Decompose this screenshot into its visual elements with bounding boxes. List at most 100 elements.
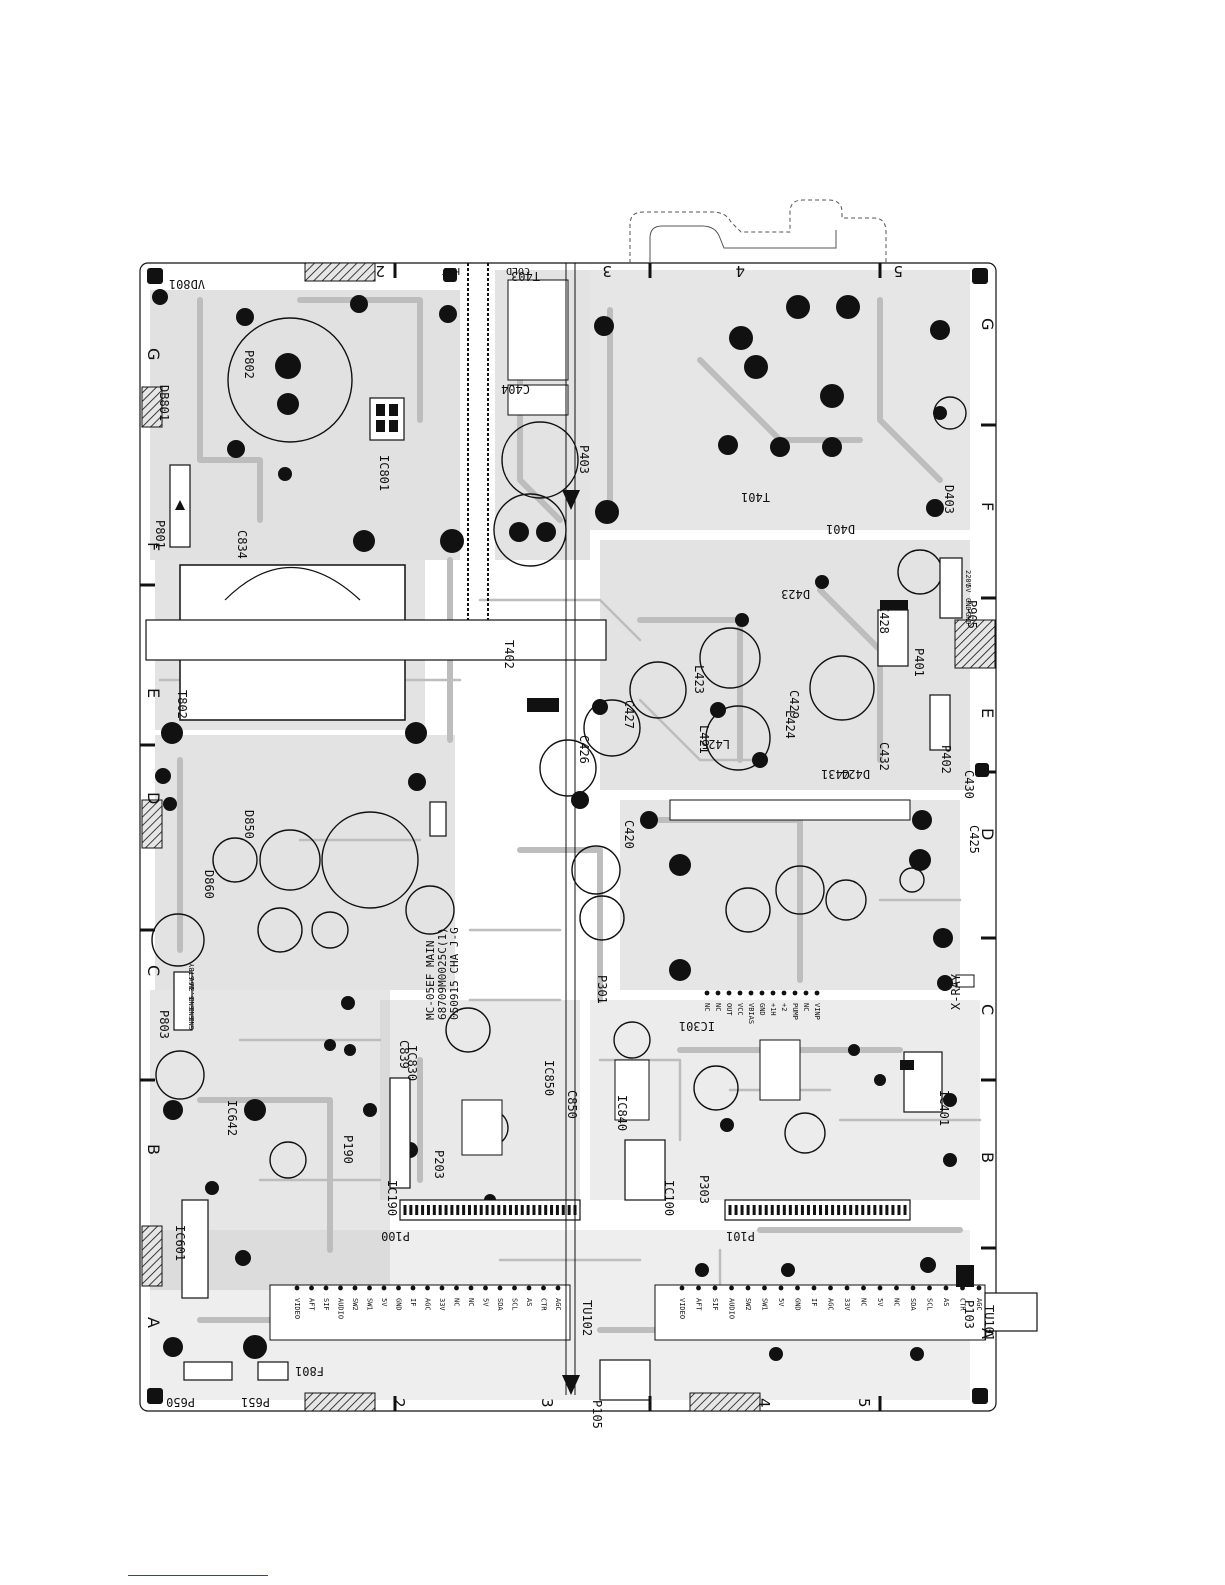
tu101-pin-pad	[976, 1285, 982, 1291]
ic301-pin-label: NC	[714, 1003, 722, 1011]
p100-pin	[479, 1205, 483, 1215]
tu101-pin-label: SW1	[761, 1298, 769, 1311]
ic642-body-right	[759, 1039, 801, 1101]
ref-ic100: IC100	[662, 1180, 676, 1216]
tu102-pin-label: 5V	[482, 1298, 490, 1307]
tu101-pin-label: SCL	[926, 1298, 934, 1311]
p101-pin	[794, 1205, 798, 1215]
tu101-pin-label: AFT	[695, 1298, 703, 1311]
p100-pin	[538, 1205, 542, 1215]
ref-t402: T402	[502, 640, 516, 669]
ref-c431: C431	[821, 767, 850, 781]
tu101-pin-label: SW2	[744, 1298, 752, 1311]
tu102-pin-label: SW2	[351, 1298, 359, 1311]
tu102-pin-label: SIF	[322, 1298, 330, 1311]
ic301-pin-pad	[737, 990, 743, 996]
p101-pin	[812, 1205, 816, 1215]
ref-p803: P803	[157, 1010, 171, 1039]
tu102-pin-label: 5V	[380, 1298, 388, 1307]
capacitor-c851	[257, 907, 303, 953]
p650-connector	[183, 1361, 233, 1381]
ref-p802: P802	[242, 350, 256, 379]
ref-p651: P651	[241, 1395, 270, 1409]
tu102-pin-pad	[381, 1285, 387, 1291]
tu101-pin-pad	[943, 1285, 949, 1291]
capacitor-c190	[269, 1141, 307, 1179]
p101-pin	[776, 1205, 780, 1215]
tu102-pin-label: AS	[525, 1298, 533, 1306]
ref-ic190: IC190	[385, 1180, 399, 1216]
tu101-pin-label: VIDEO	[678, 1298, 686, 1319]
grid-letter-left: A	[144, 1317, 163, 1328]
capacitor-c853	[259, 829, 321, 891]
p101-pin	[849, 1205, 853, 1215]
tu101-pin-label: SDA	[909, 1298, 917, 1311]
p803-pin-label: GND	[188, 1017, 196, 1030]
ic301-pin-label: VINP	[813, 1003, 821, 1020]
ic301-pin-pad	[704, 990, 710, 996]
ref-c427: C427	[622, 700, 636, 729]
electrolytic-capacitors	[151, 317, 967, 1179]
ic301-pin-pad	[770, 990, 776, 996]
tu102-pin-pad	[309, 1285, 314, 1291]
tu102-pin-label: IF	[409, 1298, 417, 1306]
p101-pin	[855, 1205, 859, 1215]
p100-pin	[409, 1205, 413, 1215]
p101-pin	[903, 1205, 907, 1215]
tu102-pin-pad	[541, 1285, 546, 1291]
ic301-pin-pad	[726, 990, 732, 996]
grid-letter-left: G	[144, 348, 163, 360]
tu102-pin-label: SCL	[511, 1298, 519, 1311]
footer-underline-link[interactable]	[128, 1575, 268, 1576]
p100-pin	[503, 1205, 507, 1215]
tu102-pin-pad	[454, 1285, 459, 1291]
p101-pin	[843, 1205, 847, 1215]
board-part-number-label: 68709M0025C(1)	[436, 927, 449, 1020]
coil-l424	[809, 655, 875, 721]
tu102-pin-label: AUDIO	[337, 1298, 345, 1319]
grid-letter-right: E	[978, 708, 997, 718]
p101-pin	[788, 1205, 792, 1215]
p100-pin	[532, 1205, 536, 1215]
capacitor-c405	[725, 887, 771, 933]
tu101-pin-label: NC	[893, 1298, 901, 1306]
capacitor-c427	[583, 699, 641, 757]
tu101-pin-label: 33V	[843, 1298, 851, 1311]
tu102-pin-pad	[410, 1285, 416, 1291]
ref-ic301: IC301	[679, 1019, 715, 1033]
p101-pin	[873, 1205, 877, 1215]
tu102-pin-pad	[338, 1285, 343, 1291]
p100-pin	[450, 1205, 454, 1215]
grid-number-top: 3	[602, 262, 612, 280]
tu101-body	[654, 1284, 986, 1341]
ic301-pin-label: OUT	[725, 1003, 733, 1016]
ic301-pin-label: VBIAS	[747, 1003, 755, 1024]
tu102-pin-label: AGC	[554, 1298, 562, 1311]
ref-c432: C432	[877, 742, 891, 771]
ic301-pin-label: NC	[703, 1003, 711, 1011]
ref-db801: DB801	[157, 385, 171, 421]
ref-ic840: IC840	[615, 1095, 629, 1131]
p100-pin	[567, 1205, 571, 1215]
p101-pin	[758, 1205, 762, 1215]
shield-outline	[629, 199, 887, 263]
ref-d850: D850	[242, 810, 256, 839]
heatsink-bar	[145, 619, 607, 661]
tu102-body	[269, 1284, 571, 1341]
p100-pin	[550, 1205, 554, 1215]
grid-letter-left: B	[144, 1144, 163, 1155]
thin-traces	[158, 598, 982, 1302]
ref-f801: F801	[295, 1364, 324, 1378]
ic301-pin-pad	[803, 990, 809, 996]
mounting-holes	[147, 268, 989, 1404]
ref-p101: P101	[726, 1229, 755, 1243]
tu102-pin-label: NC	[453, 1298, 461, 1306]
p100-pin	[456, 1205, 460, 1215]
tu101-pin-label: CTR	[959, 1298, 967, 1311]
p101-pin	[837, 1205, 841, 1215]
ref-c834: C834	[235, 530, 249, 559]
grid-letter-left: D	[144, 792, 163, 804]
tu102-pin-label: SDA	[496, 1298, 504, 1311]
tu101-pin-label: NC	[860, 1298, 868, 1306]
